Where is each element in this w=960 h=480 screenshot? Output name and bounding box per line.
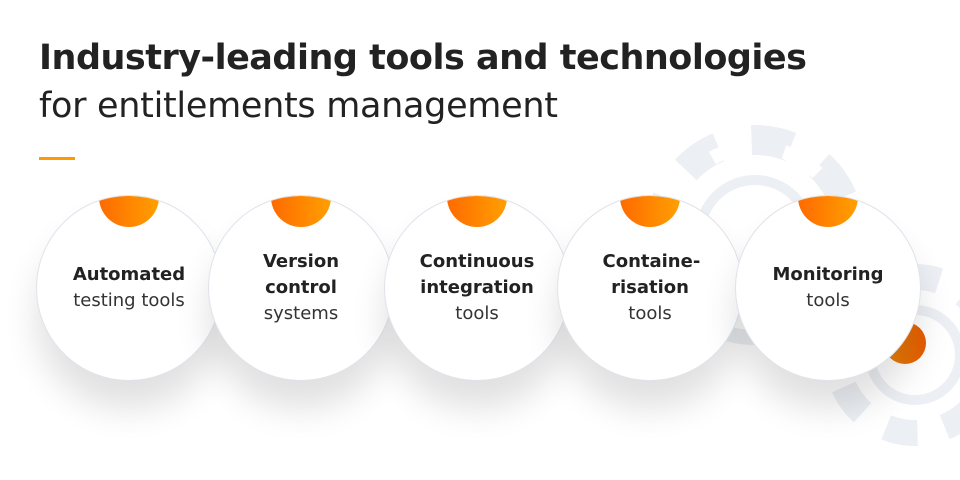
tool-card-version-control: Version control systems [208, 195, 394, 381]
orange-cap [798, 196, 858, 227]
tool-card-continuous-integration: Continuous integration tools [384, 195, 570, 381]
tool-card-subtitle: tools [628, 303, 672, 324]
tool-card-title: Containe-risation [602, 251, 701, 298]
tool-card-title: Continuous integration [419, 251, 535, 298]
accent-divider [39, 157, 75, 160]
tool-card-subtitle: testing tools [73, 290, 185, 311]
orange-cap [620, 196, 680, 227]
orange-cap [271, 196, 331, 227]
tool-card-automated-testing: Automated testing tools [36, 195, 222, 381]
orange-cap [99, 196, 159, 227]
page-title: Industry-leading tools and technologies [39, 38, 807, 78]
orange-cap [447, 196, 507, 227]
tool-card-monitoring: Monitoring tools [735, 195, 921, 381]
tool-card-subtitle: systems [263, 303, 339, 324]
tool-card-title: Automated [72, 264, 186, 285]
page-subtitle: for entitlements management [39, 86, 558, 126]
tool-card-subtitle: tools [455, 303, 499, 324]
tool-card-subtitle: tools [806, 290, 850, 311]
tool-card-title: Monitoring [772, 264, 884, 285]
tool-card-containerisation: Containe-risation tools [557, 195, 743, 381]
tool-card-title: Version control [262, 251, 340, 298]
